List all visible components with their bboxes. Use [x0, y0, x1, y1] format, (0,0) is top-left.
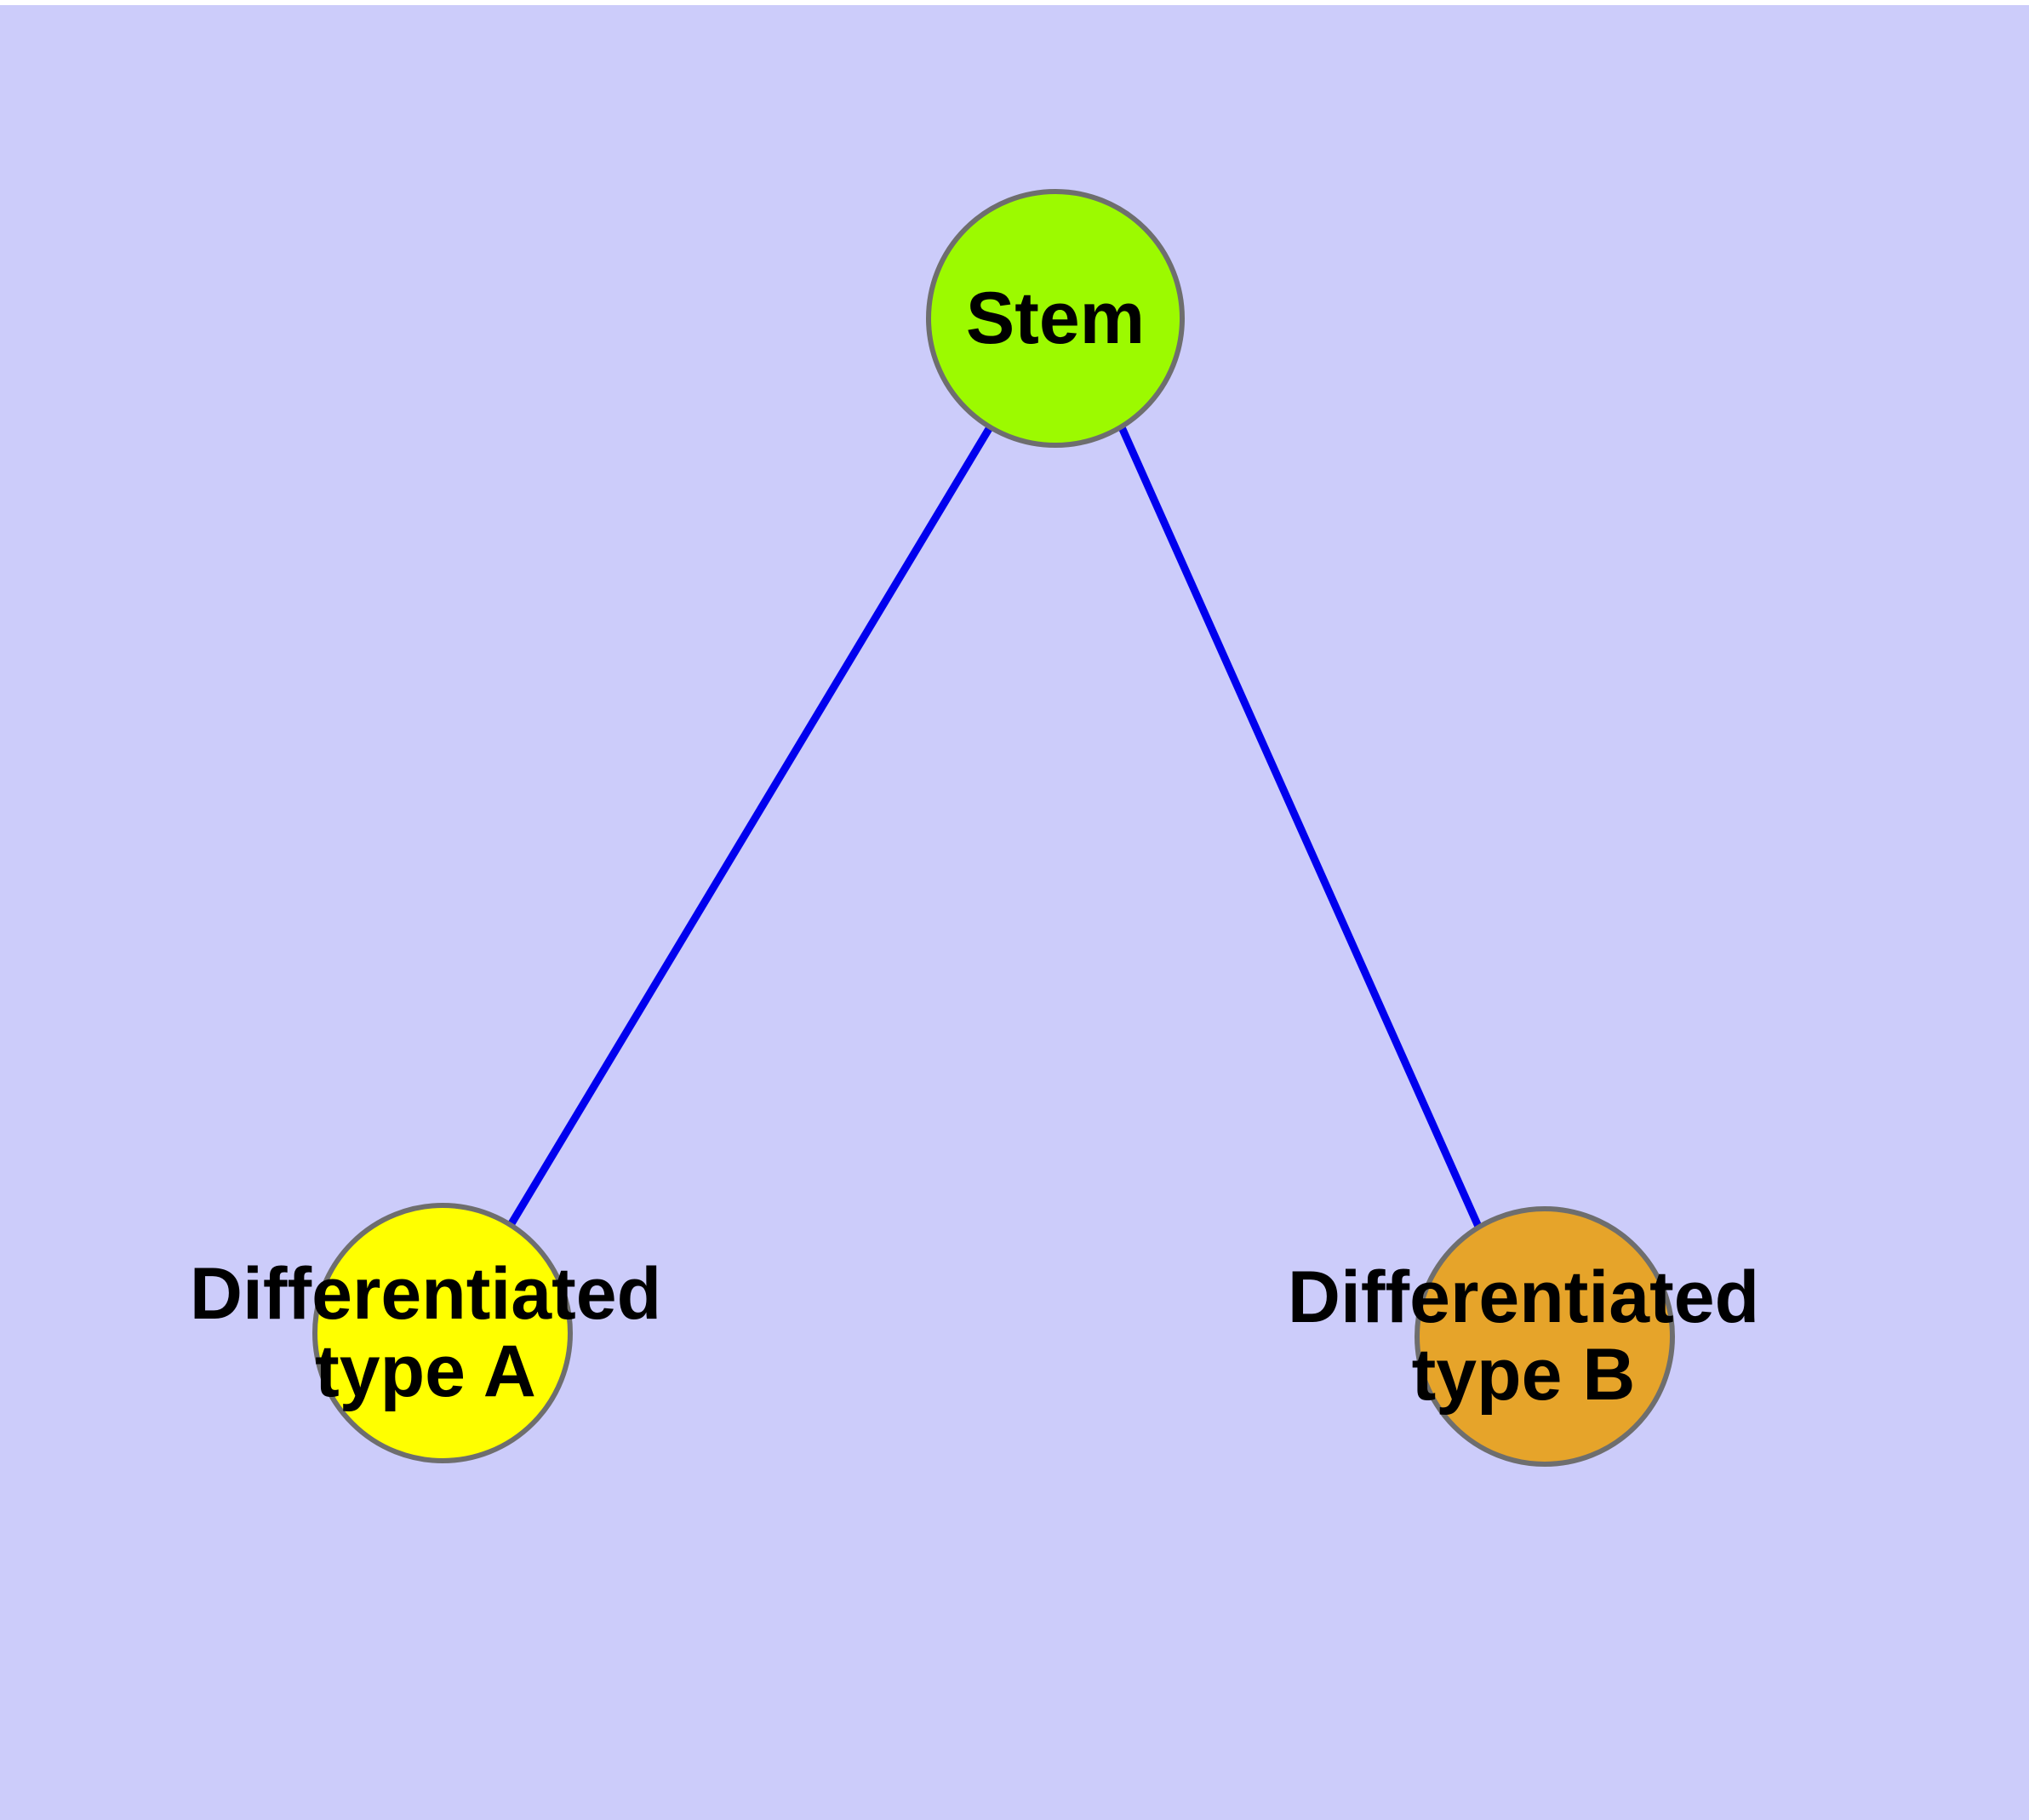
top-border-strip: [0, 0, 2029, 5]
graph-node-diff-b[interactable]: [1415, 1206, 1675, 1467]
graph-node-diff-a[interactable]: [312, 1203, 573, 1463]
graph-edge-stem-to-diff-a[interactable]: [507, 425, 993, 1228]
graph-edge-stem-to-diff-b[interactable]: [1117, 426, 1483, 1230]
graph-node-stem[interactable]: [926, 189, 1185, 448]
edges-group: [507, 425, 1483, 1230]
nodes-group: [312, 189, 1675, 1467]
